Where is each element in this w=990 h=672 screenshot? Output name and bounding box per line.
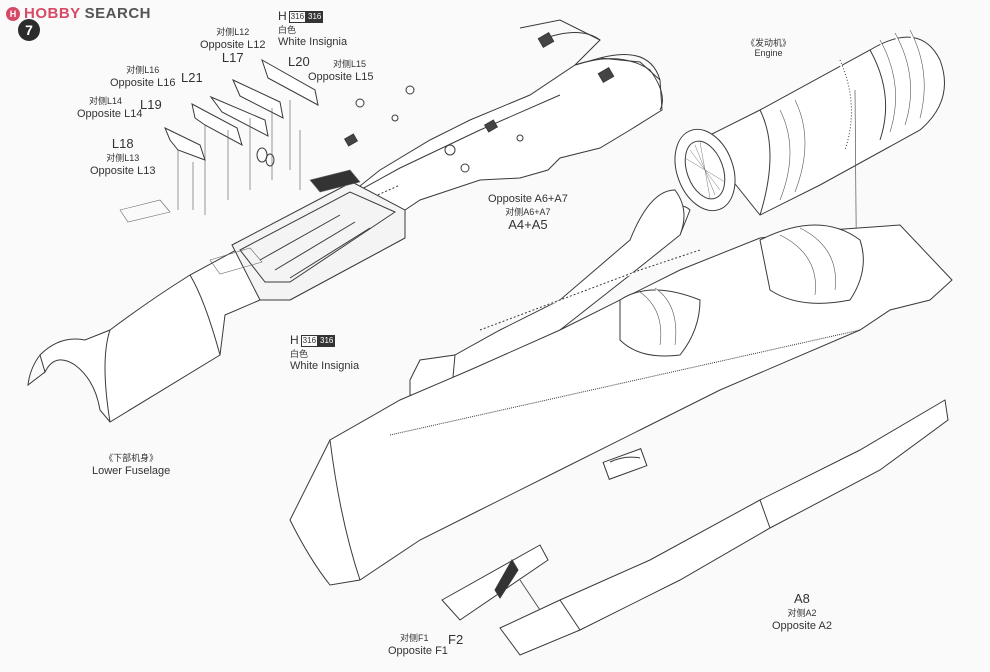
- logo-mark-icon: H: [6, 6, 20, 21]
- side-panel-drawing: [499, 399, 949, 656]
- lower-fuselage-cn: 《下部机身》: [104, 453, 159, 463]
- insignia-top-chip-a: 316: [288, 11, 307, 24]
- l18-cn: 对侧L13: [106, 152, 140, 163]
- engine-cn: 《发动机》: [746, 38, 792, 48]
- a8-part: A8: [794, 591, 810, 606]
- a8-cn: 对侧A2: [787, 607, 817, 618]
- insignia-mid-cn: 白色: [290, 348, 309, 359]
- insignia-mid-en: White Insignia: [290, 360, 360, 373]
- watermark-logo: H HOBBY SEARCH: [6, 5, 151, 22]
- insignia-mid-chip-b: 316: [318, 335, 336, 348]
- insignia-top-part: H: [278, 9, 287, 23]
- l18-en: Opposite L13: [90, 164, 156, 177]
- a8-en: Opposite A2: [772, 619, 832, 632]
- l12-en: Opposite L12: [200, 38, 266, 51]
- main-fuselage-drawing: [289, 224, 953, 586]
- lower-fuselage-en: Lower Fuselage: [92, 464, 171, 477]
- insignia-mid-chip-a: 316: [300, 335, 319, 348]
- a4a5-part: A4+A5: [508, 217, 548, 233]
- fin-part-drawing: [441, 544, 549, 621]
- insignia-top-cn: 白色: [278, 24, 297, 35]
- f2-label: 对侧F1 Opposite F1: [388, 632, 448, 657]
- engine-en: Engine: [754, 48, 783, 59]
- a4a5-en: Opposite A6+A7: [488, 193, 568, 205]
- l16-cn: 对侧L16: [126, 65, 160, 75]
- logo-sub: SEARCH: [84, 5, 152, 22]
- l12-cn: 对侧L12: [216, 27, 250, 37]
- step-badge: 7: [18, 19, 40, 41]
- l16-label: 对侧L16 Opposite L16: [110, 64, 175, 89]
- l14-cn: 对侧L14: [89, 96, 123, 106]
- engine-label: 《发动机》 Engine: [746, 38, 791, 59]
- l14-en: Opposite L14: [77, 107, 143, 120]
- l20-part: L20: [288, 54, 310, 69]
- f2-cn: 对侧F1: [400, 633, 429, 643]
- l15-label: 对侧L15 Opposite L15: [308, 58, 373, 83]
- logo-brand: HOBBY: [24, 5, 81, 22]
- l19-part: L19: [140, 97, 162, 112]
- l16-en: Opposite L16: [110, 76, 176, 89]
- f2-en: Opposite F1: [388, 644, 448, 657]
- insignia-top-en: White Insignia: [278, 36, 348, 49]
- l21-part: L21: [181, 70, 203, 85]
- lower-fuselage-drawing: [27, 19, 663, 423]
- engine-drawing: [674, 29, 945, 331]
- a8-label: A8 对侧A2 Opposite A2: [772, 591, 832, 632]
- l14-label: 对侧L14 Opposite L14: [77, 95, 142, 120]
- insignia-top-chip-b: 316: [306, 11, 324, 24]
- a4a5-cn: 对侧A6+A7: [505, 206, 551, 217]
- insignia-mid-part: H: [290, 333, 299, 347]
- small-parts-group: [164, 58, 319, 215]
- l12-label: 对侧L12 Opposite L12 L17: [200, 26, 265, 66]
- a4a5-label: Opposite A6+A7 对侧A6+A7 A4+A5: [488, 193, 568, 233]
- l18-part: L18: [111, 136, 134, 151]
- l18-label: L18 对侧L13 Opposite L13: [90, 136, 156, 177]
- l17-part: L17: [221, 50, 244, 66]
- l15-cn: 对侧L15: [333, 59, 367, 69]
- l15-en: Opposite L15: [308, 70, 374, 83]
- f2-part: F2: [448, 632, 464, 647]
- lower-fuselage-label: 《下部机身》 Lower Fuselage: [92, 452, 170, 477]
